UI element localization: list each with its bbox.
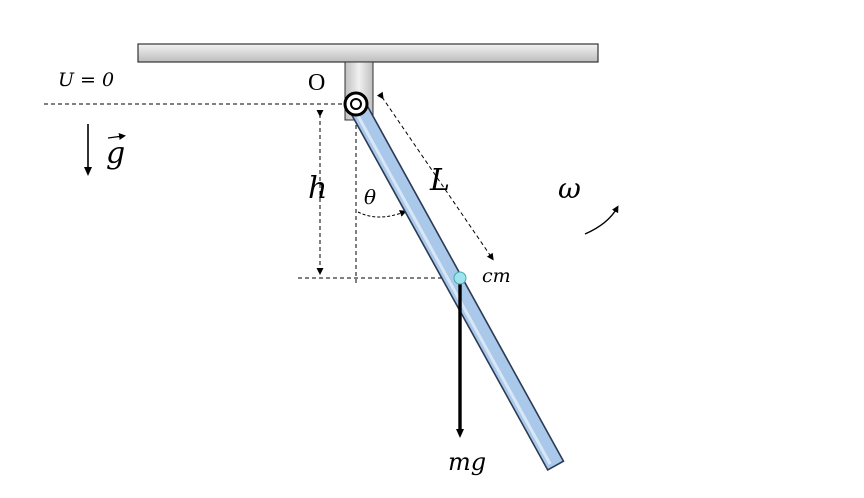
angular-velocity-arrow: [584, 205, 619, 235]
angular-velocity-label: ω: [558, 172, 581, 205]
ceiling-beam: [137, 43, 599, 63]
gravity-symbol: g: [106, 136, 125, 171]
height-label: h: [308, 171, 327, 206]
pivot-label: O: [308, 70, 325, 96]
angle-arc: [357, 210, 407, 218]
weight-force-label: mg: [448, 448, 486, 476]
pendulum-rod: [347, 98, 565, 472]
angle-label: θ: [364, 185, 376, 209]
length-dimension: [376, 91, 494, 261]
pivot-pin-inner: [350, 98, 362, 110]
length-label: L: [429, 163, 450, 198]
vector-arrow-icon: [107, 133, 126, 140]
center-of-mass-label: cm: [482, 265, 511, 287]
center-of-mass-dot: [453, 271, 467, 285]
potential-zero-label: U = 0: [58, 69, 114, 91]
